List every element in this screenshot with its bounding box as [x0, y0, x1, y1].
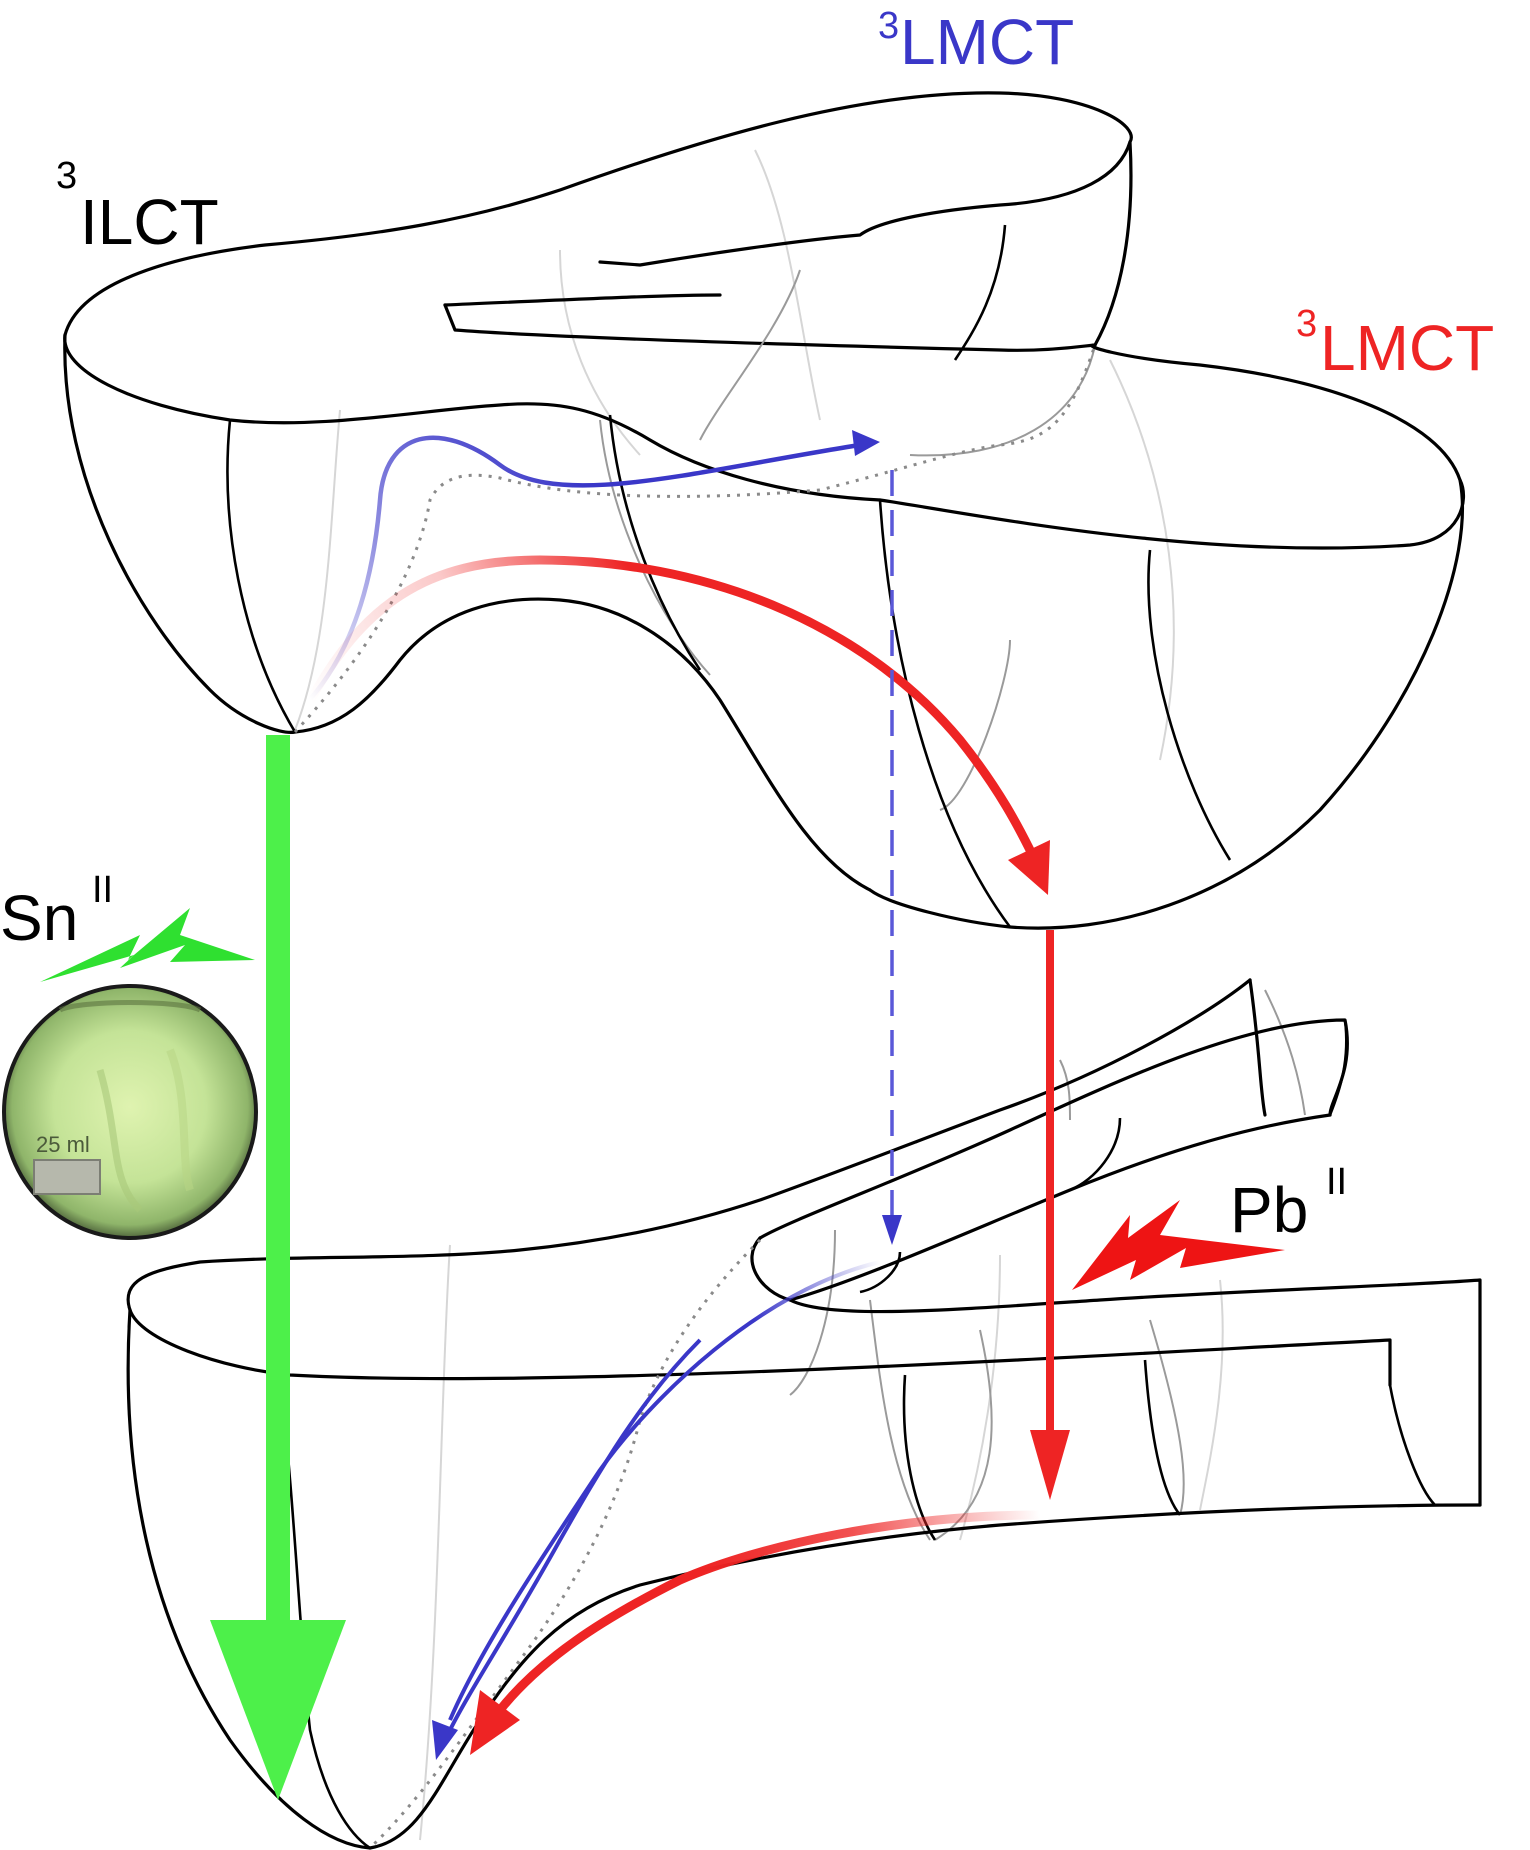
blue-dashed-arrowhead — [882, 1215, 902, 1245]
red-transfer-arrow — [295, 555, 1035, 853]
green-emission-arrowhead — [210, 1620, 346, 1800]
label-lmct-blue-text: LMCT — [900, 6, 1074, 78]
blue-transfer-arrowhead — [852, 430, 880, 456]
flask-photo-icon: 25 ml — [2, 984, 258, 1240]
red-lower-arrowhead — [470, 1690, 520, 1755]
label-lmct-red-text: LMCT — [1320, 312, 1494, 384]
blue-lower-arrow — [448, 1260, 881, 1721]
label-ilct-sup: 3 — [56, 155, 77, 197]
lower-surface — [126, 978, 1482, 1850]
upper-surface — [63, 91, 1465, 930]
label-sn-sup: II — [92, 869, 113, 911]
label-ilct: 3 ILCT — [56, 155, 219, 258]
label-sn-text: Sn — [0, 882, 78, 954]
label-pb: Pb II — [1230, 1161, 1347, 1246]
red-transfer-arrowhead — [1008, 840, 1050, 895]
pathways — [210, 344, 1097, 1850]
flask-label-patch — [33, 1159, 101, 1195]
pb-lightning-icon — [1072, 1200, 1285, 1290]
label-pb-text: Pb — [1230, 1174, 1308, 1246]
label-lmct-blue: 3 LMCT — [878, 5, 1074, 78]
blue-transfer-arrow — [298, 435, 861, 712]
label-lmct-red: 3 LMCT — [1296, 303, 1494, 384]
sn-lightning-icon — [40, 908, 255, 982]
blue-lower-arrowhead — [432, 1720, 458, 1760]
red-vertical-arrowhead — [1030, 1430, 1070, 1500]
label-lmct-red-sup: 3 — [1296, 303, 1317, 345]
flask-volume-label: 25 ml — [36, 1132, 90, 1157]
red-lower-arrow — [496, 1510, 1041, 1713]
label-lmct-blue-sup: 3 — [878, 5, 899, 47]
label-pb-sup: II — [1326, 1161, 1347, 1203]
lower-dotted-path — [368, 1238, 762, 1850]
upper-dotted-path — [293, 344, 1097, 734]
label-sn: Sn II — [0, 869, 113, 954]
label-ilct-text: ILCT — [80, 186, 219, 258]
